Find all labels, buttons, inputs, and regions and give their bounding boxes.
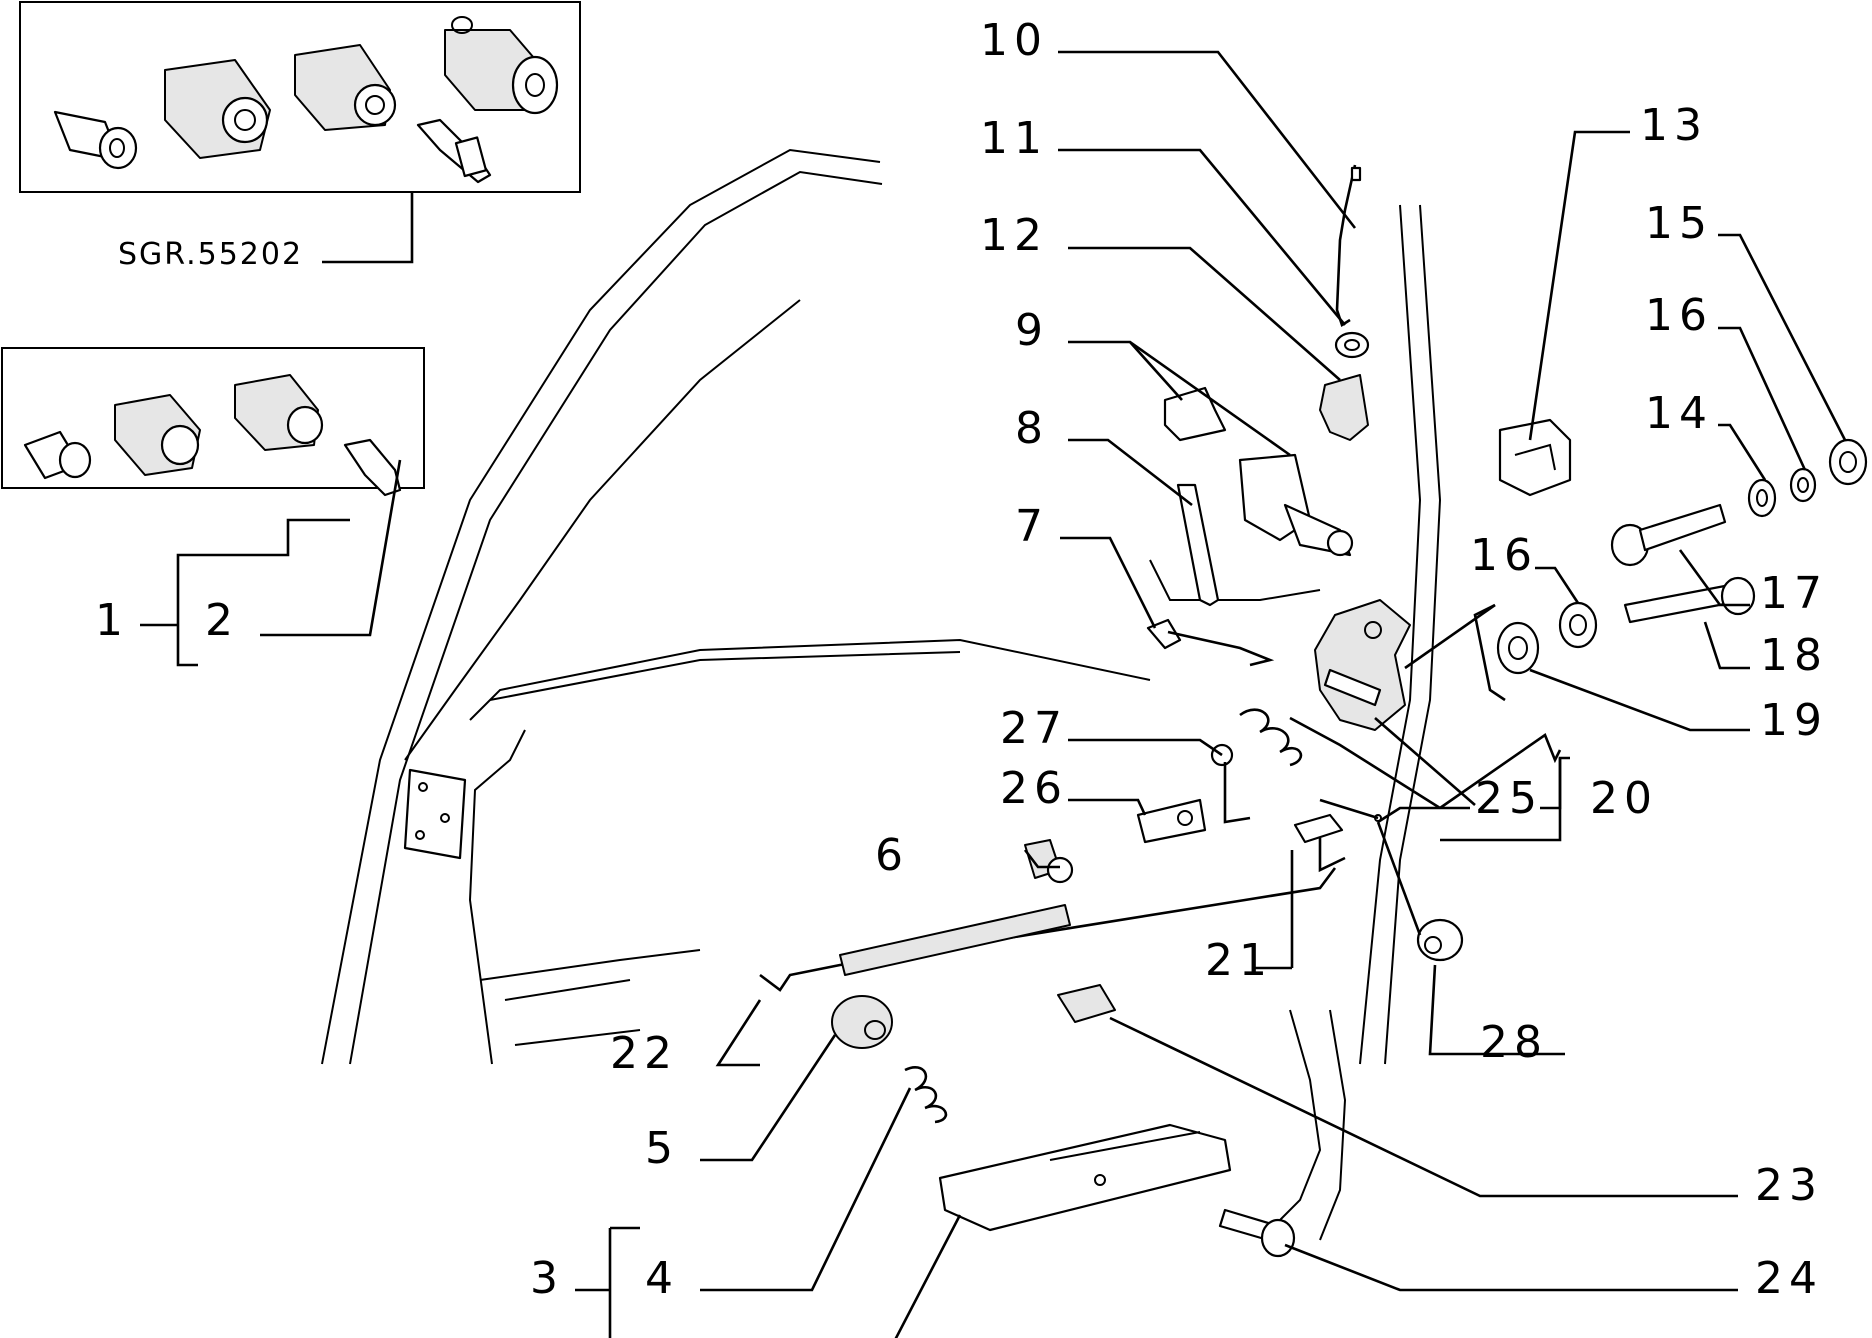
callout-28: 28 <box>1480 1017 1548 1068</box>
callout-9: 9 <box>1015 305 1049 356</box>
callout-18: 18 <box>1760 630 1828 681</box>
part-clip-6 <box>1024 839 1074 884</box>
callout-23: 23 <box>1755 1160 1823 1211</box>
door-frame-outline <box>321 148 1442 1241</box>
callout-17: 17 <box>1760 568 1828 619</box>
part-grommet-28 <box>1374 814 1464 962</box>
part-spring-25 <box>1239 708 1303 767</box>
part-bushing-21 <box>1293 813 1346 873</box>
part-clip-13 <box>1498 418 1572 497</box>
part-spring-4 <box>904 1066 948 1124</box>
part-handle-3 <box>938 1123 1232 1232</box>
part-bracket-9 <box>1163 386 1354 557</box>
part-rod-8 <box>1176 483 1220 607</box>
part-clip-5 <box>831 995 893 1049</box>
callout-3: 3 <box>530 1253 564 1304</box>
callout-12: 12 <box>980 210 1048 261</box>
part-pin-17 <box>1610 503 1727 567</box>
callout-numbers: 10 11 12 9 8 7 27 26 6 21 22 5 3 4 23 24… <box>95 15 1828 1304</box>
callout-1: 1 <box>95 595 129 646</box>
part-clip-26 <box>1136 798 1207 844</box>
part-nut-15 <box>1828 438 1868 486</box>
part-link-27 <box>1210 743 1251 824</box>
callout-8: 8 <box>1015 403 1049 454</box>
callout-22: 22 <box>610 1028 678 1079</box>
lock-set-box <box>1 347 425 667</box>
reference-code-label: SGR.55202 <box>118 237 303 272</box>
callout-20: 20 <box>1590 773 1658 824</box>
callout-16-upper: 16 <box>1645 290 1713 341</box>
part-boot-12 <box>1319 374 1369 441</box>
part-latch-20 <box>1314 599 1411 731</box>
part-washer-14 <box>1747 478 1777 518</box>
part-bolt-18 <box>1623 576 1756 624</box>
callout-15: 15 <box>1645 198 1713 249</box>
callout-4: 4 <box>645 1253 679 1304</box>
part-clip-23 <box>1057 984 1116 1023</box>
callout-27: 27 <box>1000 703 1068 754</box>
part-washer-16-lower <box>1558 601 1598 649</box>
part-rod-10 <box>1335 164 1362 327</box>
callout-21: 21 <box>1205 935 1273 986</box>
callout-14: 14 <box>1645 388 1713 439</box>
callout-7: 7 <box>1015 501 1049 552</box>
lock-set-reference-box: SGR.55202 <box>19 1 581 272</box>
part-clip-7 <box>1146 618 1275 667</box>
callout-26: 26 <box>1000 763 1068 814</box>
part-washer-19 <box>1496 621 1540 675</box>
part-washer-16-upper <box>1789 467 1817 503</box>
part-grommet-11 <box>1334 331 1370 359</box>
callout-25: 25 <box>1475 773 1543 824</box>
callout-24: 24 <box>1755 1253 1823 1304</box>
part-screw-24 <box>1218 1208 1296 1258</box>
callout-16-lower: 16 <box>1470 530 1538 581</box>
callout-19: 19 <box>1760 695 1828 746</box>
leader-lines <box>575 50 1847 1338</box>
callout-13: 13 <box>1640 100 1708 151</box>
callout-10: 10 <box>980 15 1048 66</box>
callout-11: 11 <box>980 113 1048 164</box>
callout-5: 5 <box>645 1123 679 1174</box>
part-rod-22 <box>759 867 1337 992</box>
callout-6: 6 <box>875 830 909 881</box>
callout-2: 2 <box>205 595 239 646</box>
